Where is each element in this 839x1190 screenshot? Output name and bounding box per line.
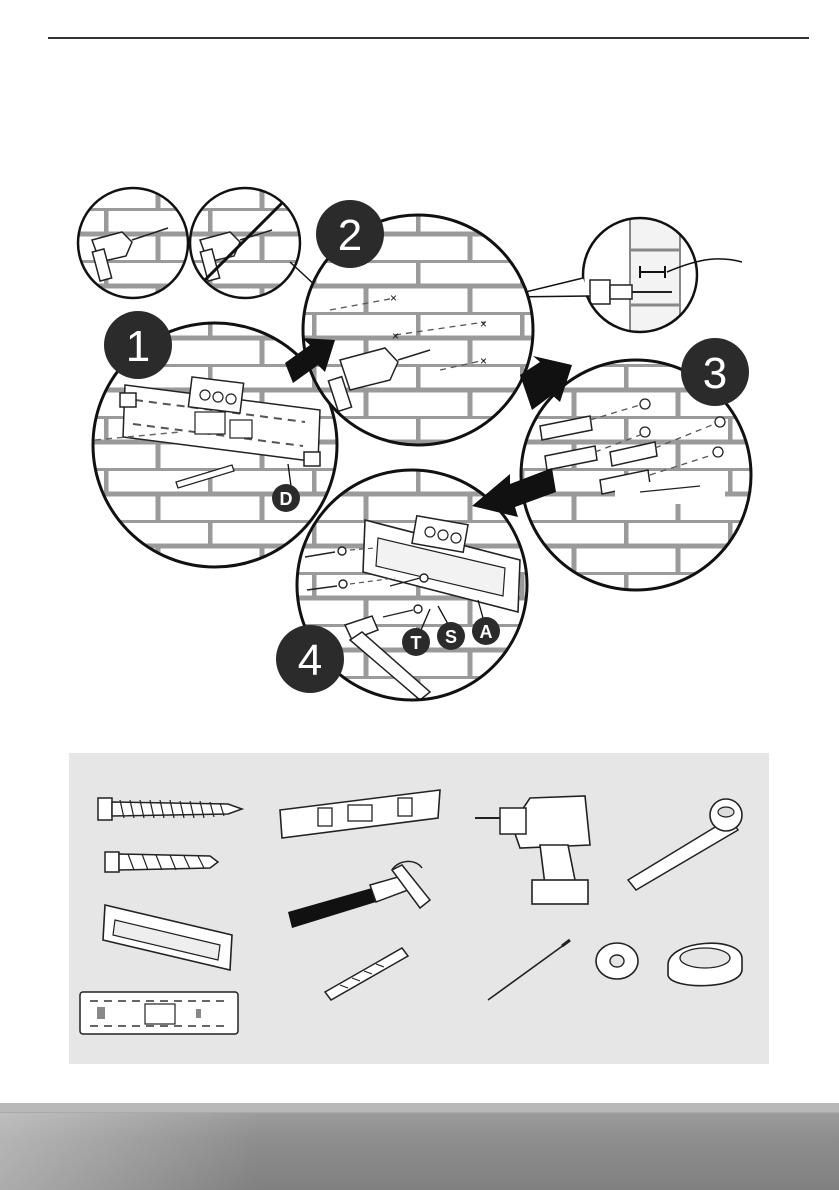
tape-icon xyxy=(668,943,742,985)
footer-sheen xyxy=(0,1113,260,1190)
lag-screw-icon xyxy=(98,798,242,820)
footer-bar xyxy=(0,1103,839,1190)
tools-illustrations xyxy=(0,0,839,1100)
drill-bit-icon xyxy=(325,948,408,1000)
wall-plug-icon xyxy=(105,852,218,872)
pencil-icon xyxy=(488,940,570,1000)
power-drill-icon xyxy=(475,796,590,904)
drilling-template-icon xyxy=(80,992,238,1034)
washer-icon xyxy=(596,943,638,979)
hammer-icon xyxy=(288,861,430,928)
socket-wrench-icon xyxy=(628,799,742,890)
wall-plate-icon xyxy=(103,905,232,970)
spirit-level-icon xyxy=(280,790,440,838)
